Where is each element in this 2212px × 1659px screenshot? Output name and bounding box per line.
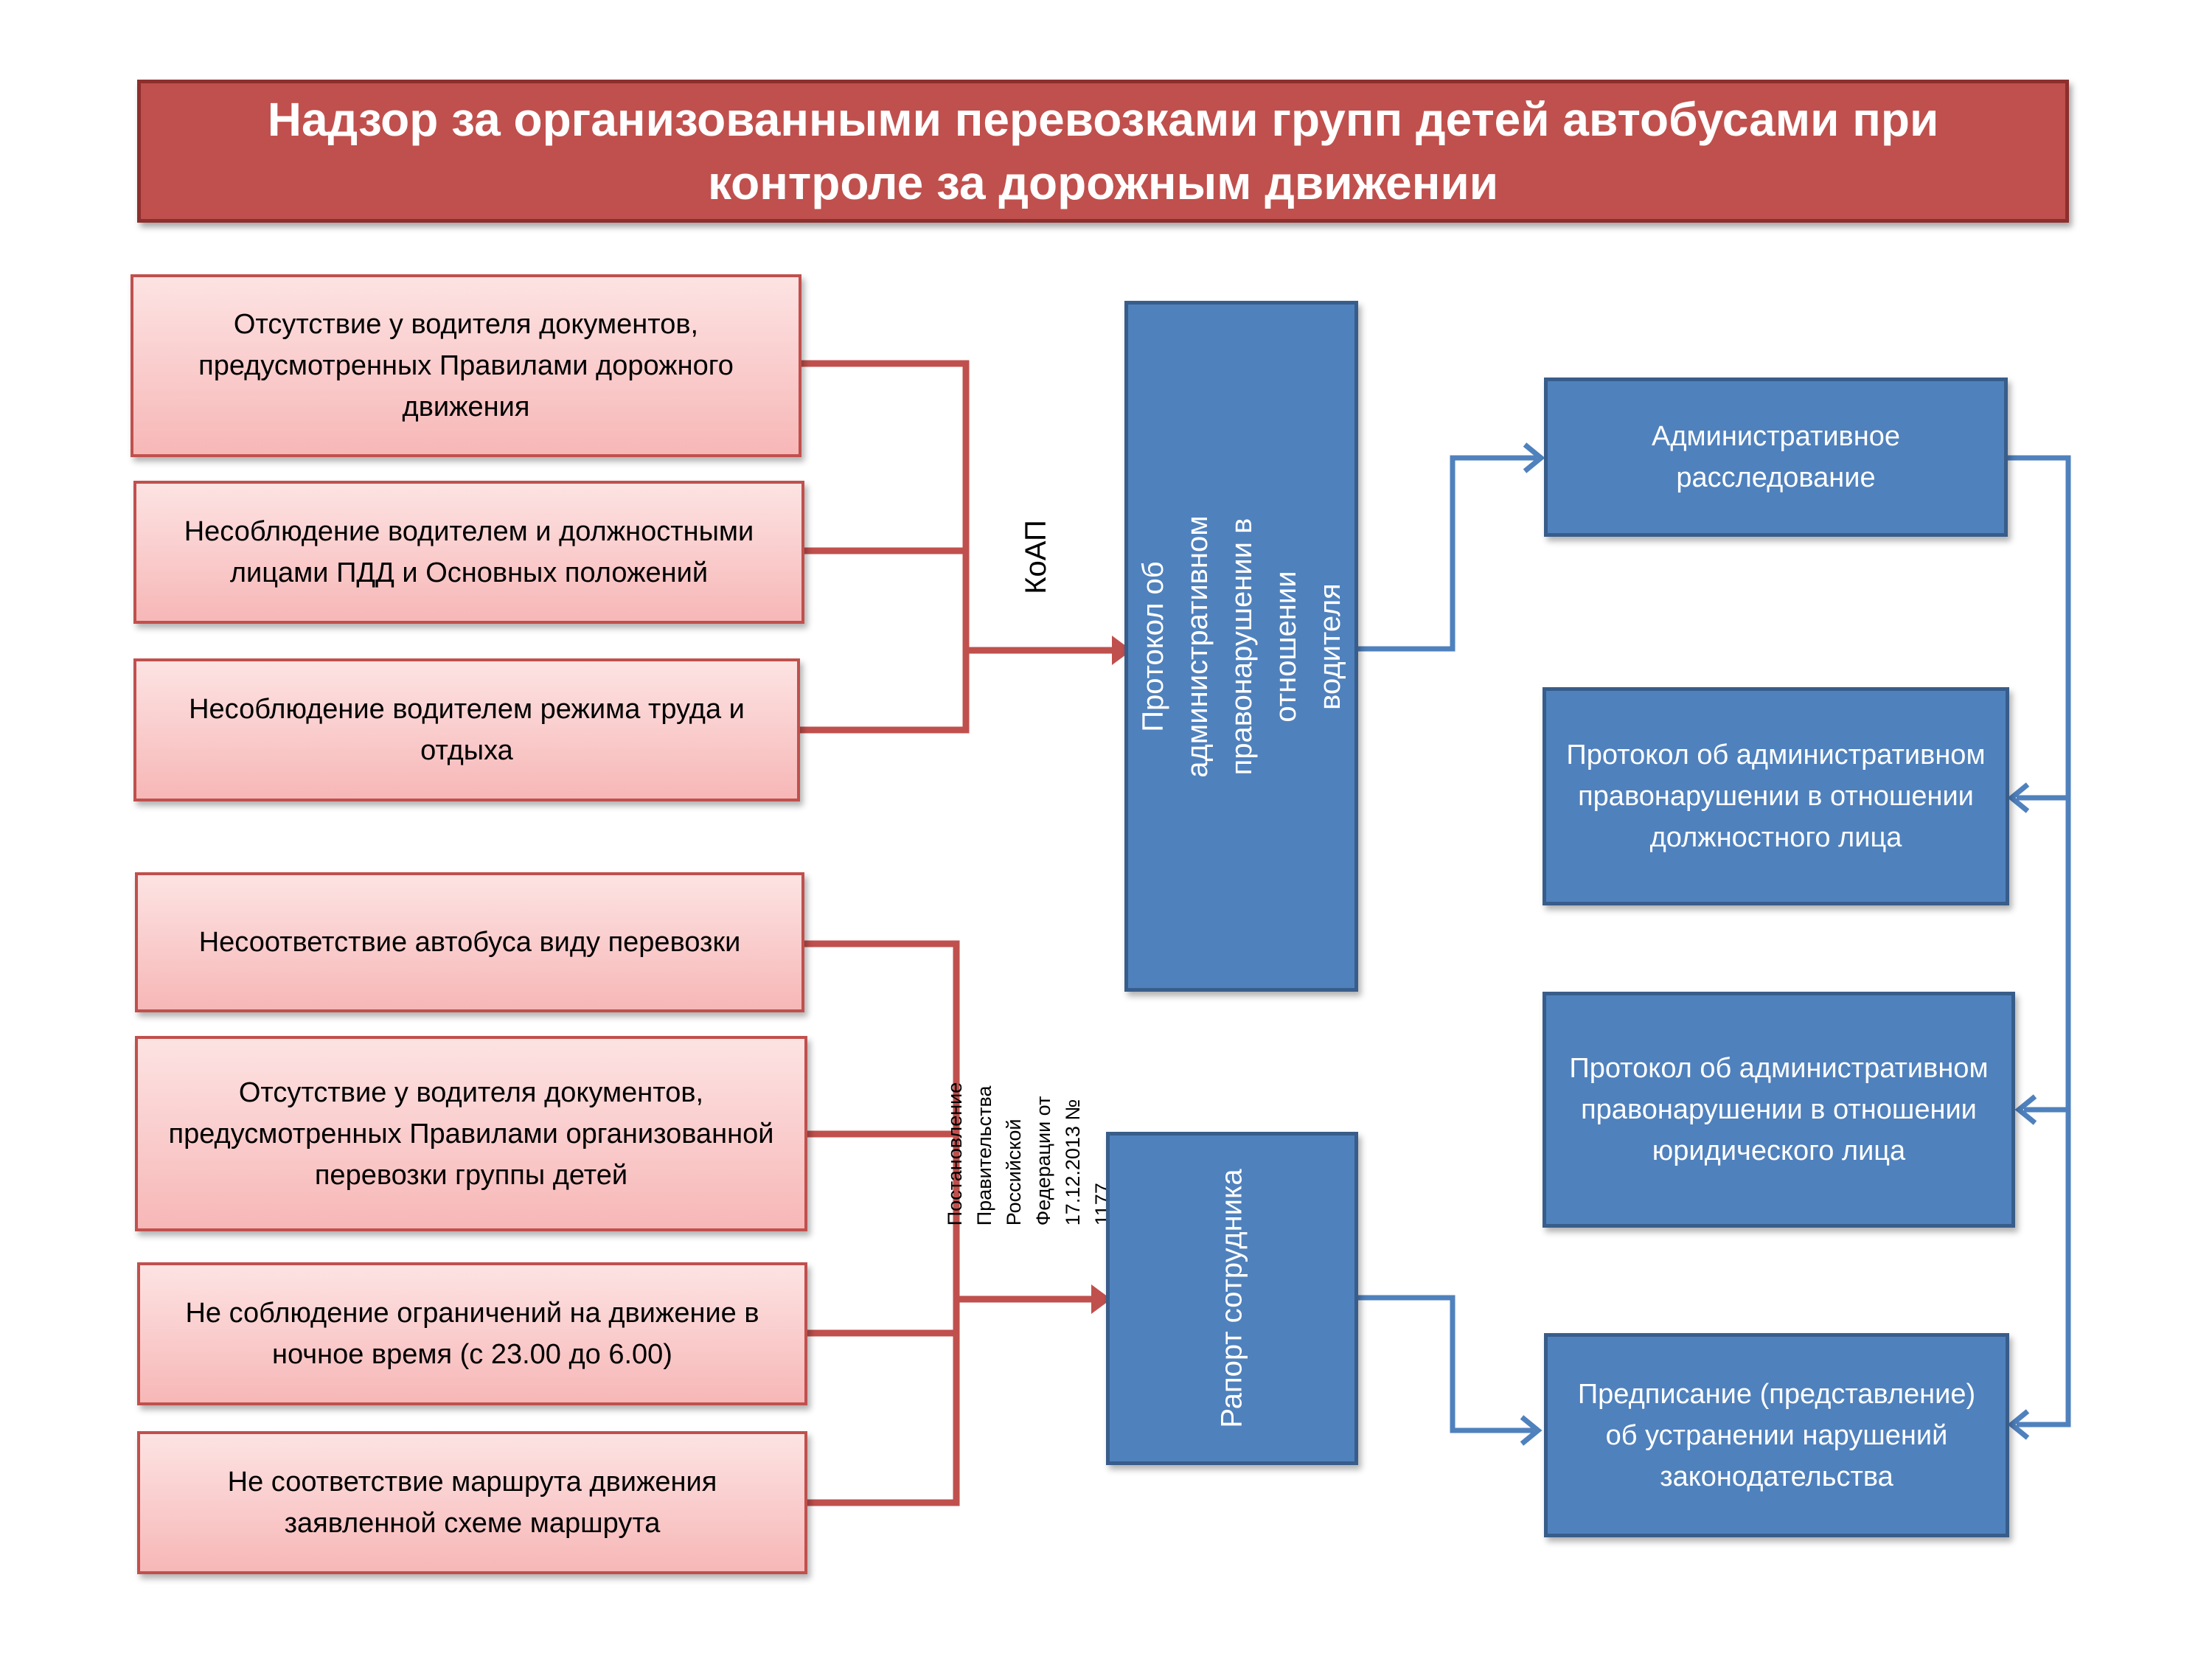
outcome-box: Предписание (представление) об устранени… <box>1544 1333 2009 1537</box>
outcome-box: Административное расследование <box>1544 378 2008 537</box>
decree-text: Постановление Правительства Российской Ф… <box>944 1082 1113 1226</box>
page-title: Надзор за организованными перевозками гр… <box>137 80 2069 223</box>
violation-text: Отсутствие у водителя документов, предус… <box>168 1077 774 1191</box>
violation-box: Отсутствие у водителя документов, предус… <box>131 274 801 457</box>
report-officer-box: Рапорт сотрудника <box>1106 1132 1358 1465</box>
red-arrow-bottom <box>1091 1284 1111 1314</box>
violation-box: Не соблюдение ограничений на движение в … <box>137 1262 807 1405</box>
outcome-box: Протокол об административном правонаруше… <box>1543 687 2009 905</box>
violation-text: Несоблюдение водителем и должностными ли… <box>184 516 754 588</box>
outcome-box: Протокол об административном правонаруше… <box>1543 992 2015 1228</box>
violation-text: Отсутствие у водителя документов, предус… <box>198 309 734 422</box>
red-connector-top <box>799 360 1113 734</box>
violation-text: Несоблюдение водителем режима труда и от… <box>189 694 745 766</box>
violation-box: Несоблюдение водителем и должностными ли… <box>133 481 804 624</box>
violation-box: Отсутствие у водителя документов, предус… <box>135 1036 807 1231</box>
protocol-driver-text: Протокол об административном правонаруше… <box>1136 515 1346 778</box>
decree-label: Постановление Правительства Российской Ф… <box>944 1021 1113 1287</box>
blue-connector <box>1358 455 2071 1433</box>
outcome-text: Протокол об административном правонаруше… <box>1566 740 1986 853</box>
violation-box: Не соответствие маршрута движения заявле… <box>137 1431 807 1574</box>
outcome-text: Протокол об административном правонаруше… <box>1569 1053 1989 1166</box>
koap-label: КоАП <box>1019 519 1052 594</box>
red-arrow-top <box>1112 636 1132 665</box>
violation-text: Не соответствие маршрута движения заявле… <box>227 1467 717 1539</box>
outcome-text: Административное расследование <box>1652 421 1900 493</box>
violation-text: Не соблюдение ограничений на движение в … <box>185 1298 759 1370</box>
violation-text: Несоответствие автобуса виду перевозки <box>198 927 741 958</box>
violation-box: Несоответствие автобуса виду перевозки <box>135 872 804 1012</box>
outcome-text: Предписание (представление) об устранени… <box>1577 1378 1976 1492</box>
red-connector-bottom <box>801 940 1093 1506</box>
violation-box: Несоблюдение водителем режима труда и от… <box>133 658 800 801</box>
report-officer-text: Рапорт сотрудника <box>1216 1169 1248 1428</box>
protocol-driver-box: Протокол об административном правонаруше… <box>1124 301 1358 992</box>
blue-arrowheads <box>1520 442 2037 1446</box>
